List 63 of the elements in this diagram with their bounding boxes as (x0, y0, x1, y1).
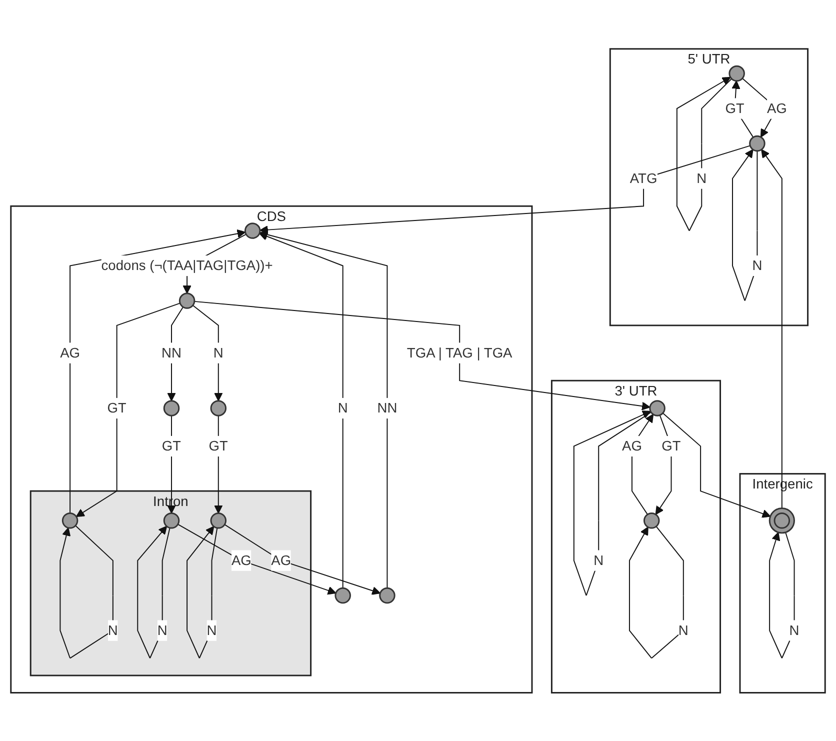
edge-label: N (213, 344, 224, 360)
arrow (214, 414, 223, 514)
arrow (167, 414, 176, 514)
edge-label: N (338, 400, 348, 416)
edge-label: AG (231, 552, 252, 568)
edge-label: GT (162, 437, 182, 454)
node-circle (210, 400, 227, 416)
node-circle (163, 512, 180, 528)
node-circle (768, 507, 795, 534)
edge-label: GT (725, 100, 744, 116)
node-circle (244, 222, 261, 239)
arrow (260, 144, 751, 234)
edge-label: AG (766, 100, 787, 116)
node-circle (163, 400, 180, 416)
node-circle (728, 65, 745, 82)
edge-label: TGA | TAG | TGA (406, 344, 512, 360)
node-circle (749, 135, 766, 152)
edge-label: N (678, 622, 688, 638)
arrow (631, 414, 654, 515)
edge-label: ATG (630, 170, 658, 186)
node-circle (649, 400, 666, 416)
edge-label: GT (208, 437, 228, 454)
arrow (259, 230, 388, 588)
node-circle (643, 512, 660, 528)
edge-label: N (108, 622, 118, 638)
edge-label: NN (377, 400, 398, 416)
edge-label: N (752, 257, 762, 273)
arrow (259, 232, 344, 588)
arrow (573, 410, 652, 596)
arrow (137, 526, 170, 658)
arrow (676, 76, 732, 231)
edge-label: N (789, 622, 800, 638)
node-circle (178, 292, 196, 309)
arrow (732, 80, 754, 138)
arrow (167, 306, 184, 401)
arrow (628, 526, 684, 658)
edge-label: NN (162, 344, 182, 360)
edge-label: AG (271, 552, 292, 568)
arrow (192, 304, 223, 401)
edge-label: codons (¬(TAA|TAG|TGA))+ (101, 257, 273, 273)
arrow (224, 524, 381, 595)
edge-label: GT (662, 437, 681, 454)
node-circle (62, 512, 78, 528)
arrow (177, 523, 336, 594)
arrow (655, 414, 672, 515)
edge-label: AG (60, 344, 80, 360)
arrow (76, 302, 181, 517)
arrow (662, 412, 771, 518)
edge-label: AG (622, 437, 642, 454)
node-circle (379, 587, 396, 604)
arrow (769, 532, 795, 658)
node-circle (210, 512, 227, 528)
arrow (186, 526, 218, 658)
edge-label: N (206, 622, 217, 638)
arrow (60, 524, 114, 658)
arrow (761, 148, 782, 508)
arrow (732, 148, 758, 301)
node-circle (334, 587, 351, 604)
edge-label: N (696, 170, 707, 186)
arrow (194, 300, 650, 410)
edge-label: N (157, 622, 168, 638)
edge-label: N (594, 552, 604, 568)
edge-label: GT (107, 400, 126, 416)
